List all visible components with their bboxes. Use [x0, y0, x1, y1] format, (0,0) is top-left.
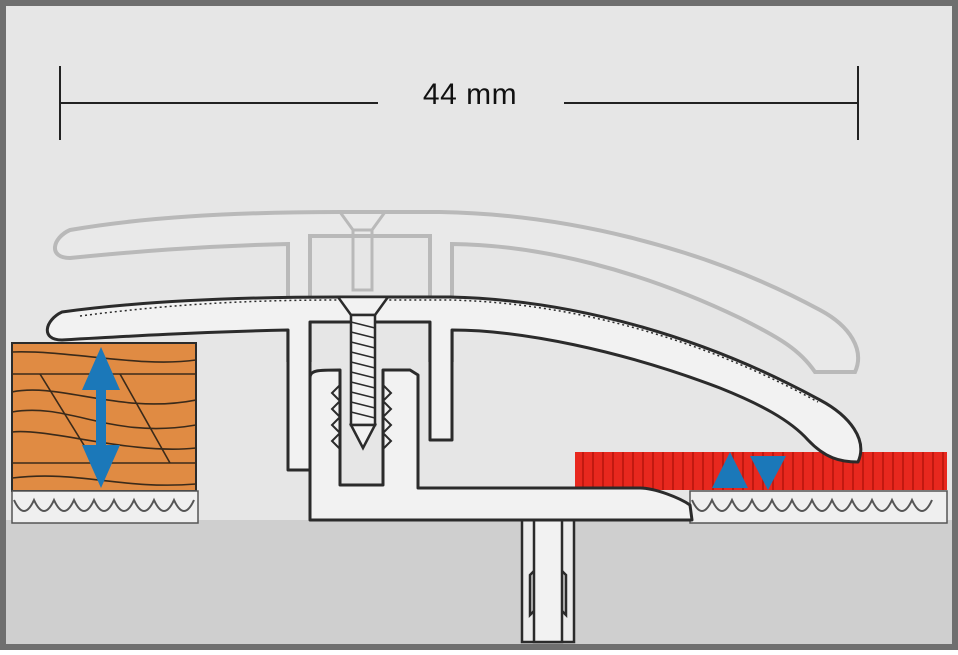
- ghost-profile: [53, 210, 861, 374]
- profile-screw: [335, 295, 391, 451]
- base-rail: [308, 368, 694, 522]
- underlay-right: [689, 490, 948, 524]
- triangle-up-down-icon: [712, 452, 786, 490]
- ghost-screw: [337, 210, 388, 292]
- dimension-label: 44 mm: [422, 78, 518, 111]
- transition-profile: [45, 295, 863, 472]
- subfloor: [0, 520, 958, 650]
- double-arrow-vertical-icon: [82, 347, 120, 488]
- underlay-left: [11, 490, 199, 524]
- dimension-line: [59, 66, 859, 140]
